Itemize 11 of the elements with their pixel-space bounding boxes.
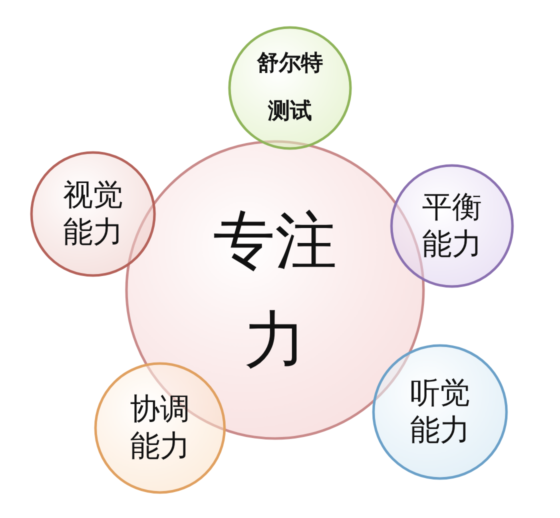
bubble-label: 听觉能力: [409, 374, 471, 450]
bubble-circle: [390, 164, 514, 288]
bubble-label: 协调能力: [129, 390, 191, 466]
bubble-circle: [228, 26, 352, 150]
bubble-label: 视觉能力: [62, 176, 124, 252]
bubble-label: 舒尔特测试: [256, 50, 324, 126]
bubble-circle: [372, 344, 508, 480]
bubble-circle: [30, 151, 156, 277]
bubble-label: 专注力: [212, 202, 338, 378]
bubble-label: 平衡能力: [421, 188, 483, 264]
bubble-circle: [94, 362, 226, 494]
